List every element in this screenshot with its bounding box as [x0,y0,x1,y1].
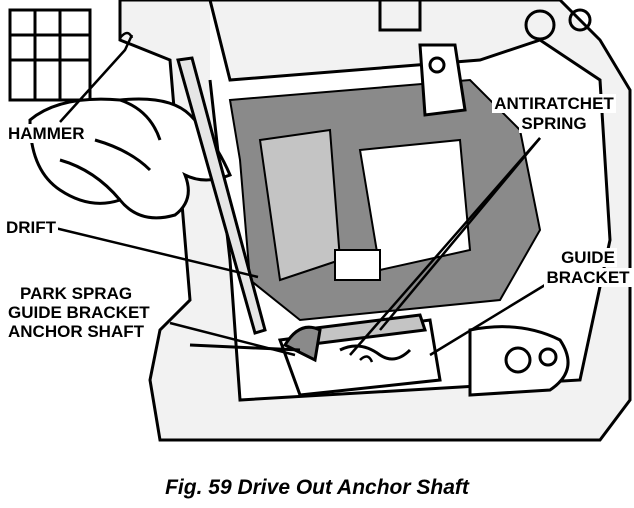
hook-arrows [119,31,374,363]
label-drift: DRIFT [4,218,59,237]
label-hammer: HAMMER [6,124,87,143]
right-boss [468,325,570,397]
label-guide-bracket: GUIDE BRACKET [542,248,634,288]
label-antiratchet-spring: ANTIRATCHET SPRING [492,94,616,134]
case-interior-shading [228,78,542,322]
figure-caption: Fig. 59 Drive Out Anchor Shaft [165,476,469,499]
drift-rod [176,56,267,335]
label-anchor-shaft-line3: ANCHOR SHAFT [6,322,152,341]
label-anchor-shaft-line2: GUIDE BRACKET [6,303,152,322]
label-antiratchet-line2: SPRING [519,114,589,133]
leader-lines [54,34,546,357]
label-guide-bracket-line1: GUIDE [559,248,617,267]
label-guide-bracket-line2: BRACKET [544,268,632,287]
label-anchor-shaft: PARK SPRAG GUIDE BRACKET ANCHOR SHAFT [0,284,164,341]
bolt-boss [418,43,467,117]
label-anchor-shaft-line1: PARK SPRAG [18,284,164,303]
label-antiratchet-line1: ANTIRATCHET [492,94,616,113]
